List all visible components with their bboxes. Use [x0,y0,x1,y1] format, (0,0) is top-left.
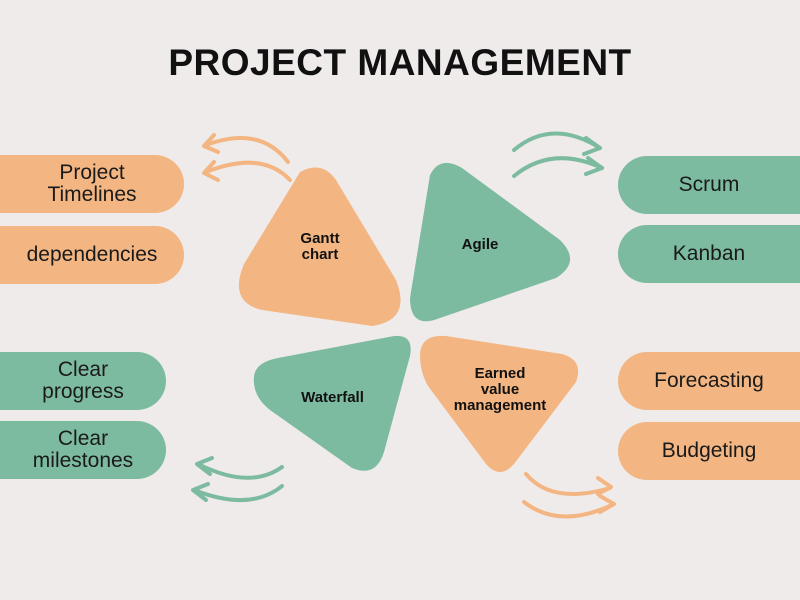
earned-value-management-label: Earned value management [440,366,560,414]
pill-kanban: Kanban [618,225,800,283]
pill-text: Timelines [47,183,137,206]
waterfall-label: Waterfall [280,390,385,406]
evm-shape [420,335,579,472]
pill-text: Scrum [678,173,740,196]
pill-budgeting: Budgeting [618,422,800,480]
label-line: management [453,397,547,414]
pill-dependencies: dependencies [0,226,184,284]
label-line: Gantt [300,230,340,247]
pill-text: Clear [57,358,109,381]
pill-clear-progress: Clear progress [0,352,166,410]
agile-label: Agile [440,237,520,253]
pill-clear-milestones: Clear milestones [0,421,166,479]
pill-text: Clear [57,427,109,450]
curved-double-arrow-icon [191,456,284,502]
pill-project-timelines: Project Timelines [0,155,184,213]
pill-scrum: Scrum [618,156,800,214]
agile-shape [410,162,571,322]
pill-text: milestones [32,449,134,472]
pill-text: Forecasting [654,369,764,392]
gantt-chart-label: Gantt chart [280,231,360,263]
curved-double-arrow-icon [512,131,604,178]
page-title: PROJECT MANAGEMENT [168,42,632,83]
label-line: Waterfall [301,389,364,406]
label-line: Earned [474,365,526,382]
label-line: Agile [461,236,499,253]
label-line: value [480,381,520,398]
pill-text: Kanban [672,242,746,265]
pill-forecasting: Forecasting [618,352,800,410]
curved-double-arrow-icon [522,472,616,519]
pill-text: Project [59,161,125,184]
curved-double-arrow-icon [202,133,292,182]
pill-text: progress [42,380,124,403]
pill-text: Budgeting [661,439,757,462]
pill-text: dependencies [26,243,158,266]
label-line: chart [301,246,339,263]
waterfall-shape [253,335,411,471]
gantt-shape [238,167,401,326]
